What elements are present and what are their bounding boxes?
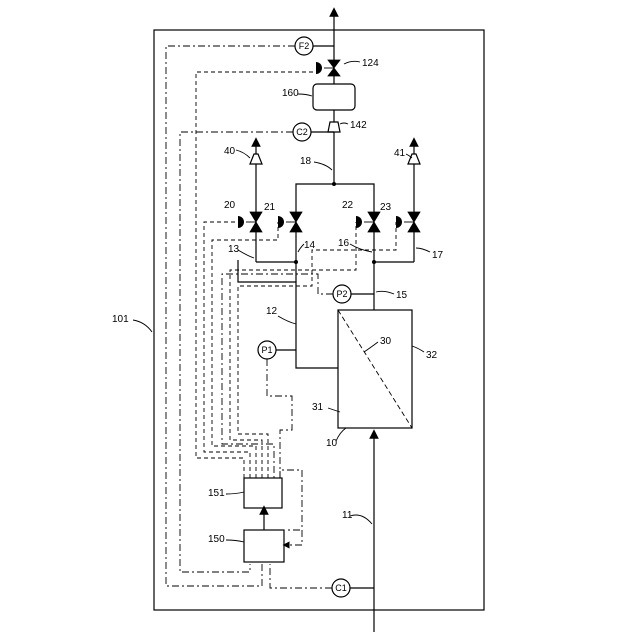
concentrate-label: 12	[266, 306, 278, 317]
concentrate-leader	[278, 316, 296, 324]
control-unit-label: 150	[208, 534, 225, 545]
c1-label: C1	[335, 583, 347, 593]
valve-124[interactable]	[316, 60, 340, 76]
concentrate-line	[238, 260, 338, 368]
valve-22[interactable]	[356, 212, 380, 232]
line-16-label: 16	[338, 238, 350, 249]
line-18-leader	[314, 162, 332, 170]
outlet-41	[408, 154, 420, 164]
valve-23[interactable]	[396, 212, 420, 232]
tank-label: 160	[282, 88, 299, 99]
system-label: 101	[112, 314, 129, 325]
valve-21-label: 21	[264, 202, 276, 213]
valve-124-label: 124	[362, 58, 379, 69]
outlet-142	[328, 122, 340, 132]
module-label: 10	[326, 438, 338, 449]
valve-124-leader	[344, 61, 360, 64]
outlet-142-leader	[340, 123, 348, 124]
valve-20-label: 20	[224, 200, 236, 211]
p2-signal	[222, 274, 333, 478]
membrane-label: 30	[380, 336, 392, 347]
control-unit-150	[244, 530, 284, 562]
permeate-label: 15	[396, 290, 408, 301]
operation-unit-151	[244, 478, 282, 508]
p1-signal	[267, 359, 292, 478]
control-unit-leader	[226, 540, 244, 542]
system-leader	[133, 320, 152, 332]
permeate-side-label: 32	[426, 350, 438, 361]
right-node	[372, 260, 376, 264]
c1-signal	[270, 564, 332, 588]
valve-20[interactable]	[238, 212, 262, 232]
tank-leader	[298, 94, 312, 96]
p2-label: P2	[336, 289, 347, 299]
line-13-label: 13	[228, 244, 240, 255]
membrane-module	[338, 310, 412, 428]
valve-22-label: 22	[342, 200, 354, 211]
outlet-40-leader	[236, 150, 250, 158]
line-13-leader	[238, 250, 254, 258]
outlet-40-label: 40	[224, 146, 236, 157]
line-14-label: 14	[304, 240, 316, 251]
c2-label: C2	[296, 127, 308, 137]
permeate-side-leader	[412, 346, 424, 352]
tank-160	[313, 84, 355, 110]
valve-23-label: 23	[380, 202, 392, 213]
line-16-leader	[350, 244, 372, 252]
outlet-41-label: 41	[394, 148, 406, 159]
recovery-header	[296, 184, 374, 212]
operation-unit-label: 151	[208, 488, 225, 499]
valve-21[interactable]	[278, 212, 302, 232]
permeate-leader	[376, 291, 394, 294]
operation-unit-leader	[226, 492, 244, 494]
f2-label: F2	[299, 41, 310, 51]
outlet-40	[250, 154, 262, 164]
line-17-label: 17	[432, 250, 444, 261]
line-18-label: 18	[300, 156, 312, 167]
line-17-leader	[416, 248, 430, 252]
outlet-142-label: 142	[350, 120, 367, 131]
module-leader	[336, 428, 346, 441]
system-boundary	[154, 30, 484, 610]
left-node	[294, 260, 298, 264]
p1-label: P1	[261, 345, 272, 355]
feed-leader	[350, 515, 372, 524]
feed-side-label: 31	[312, 402, 324, 413]
